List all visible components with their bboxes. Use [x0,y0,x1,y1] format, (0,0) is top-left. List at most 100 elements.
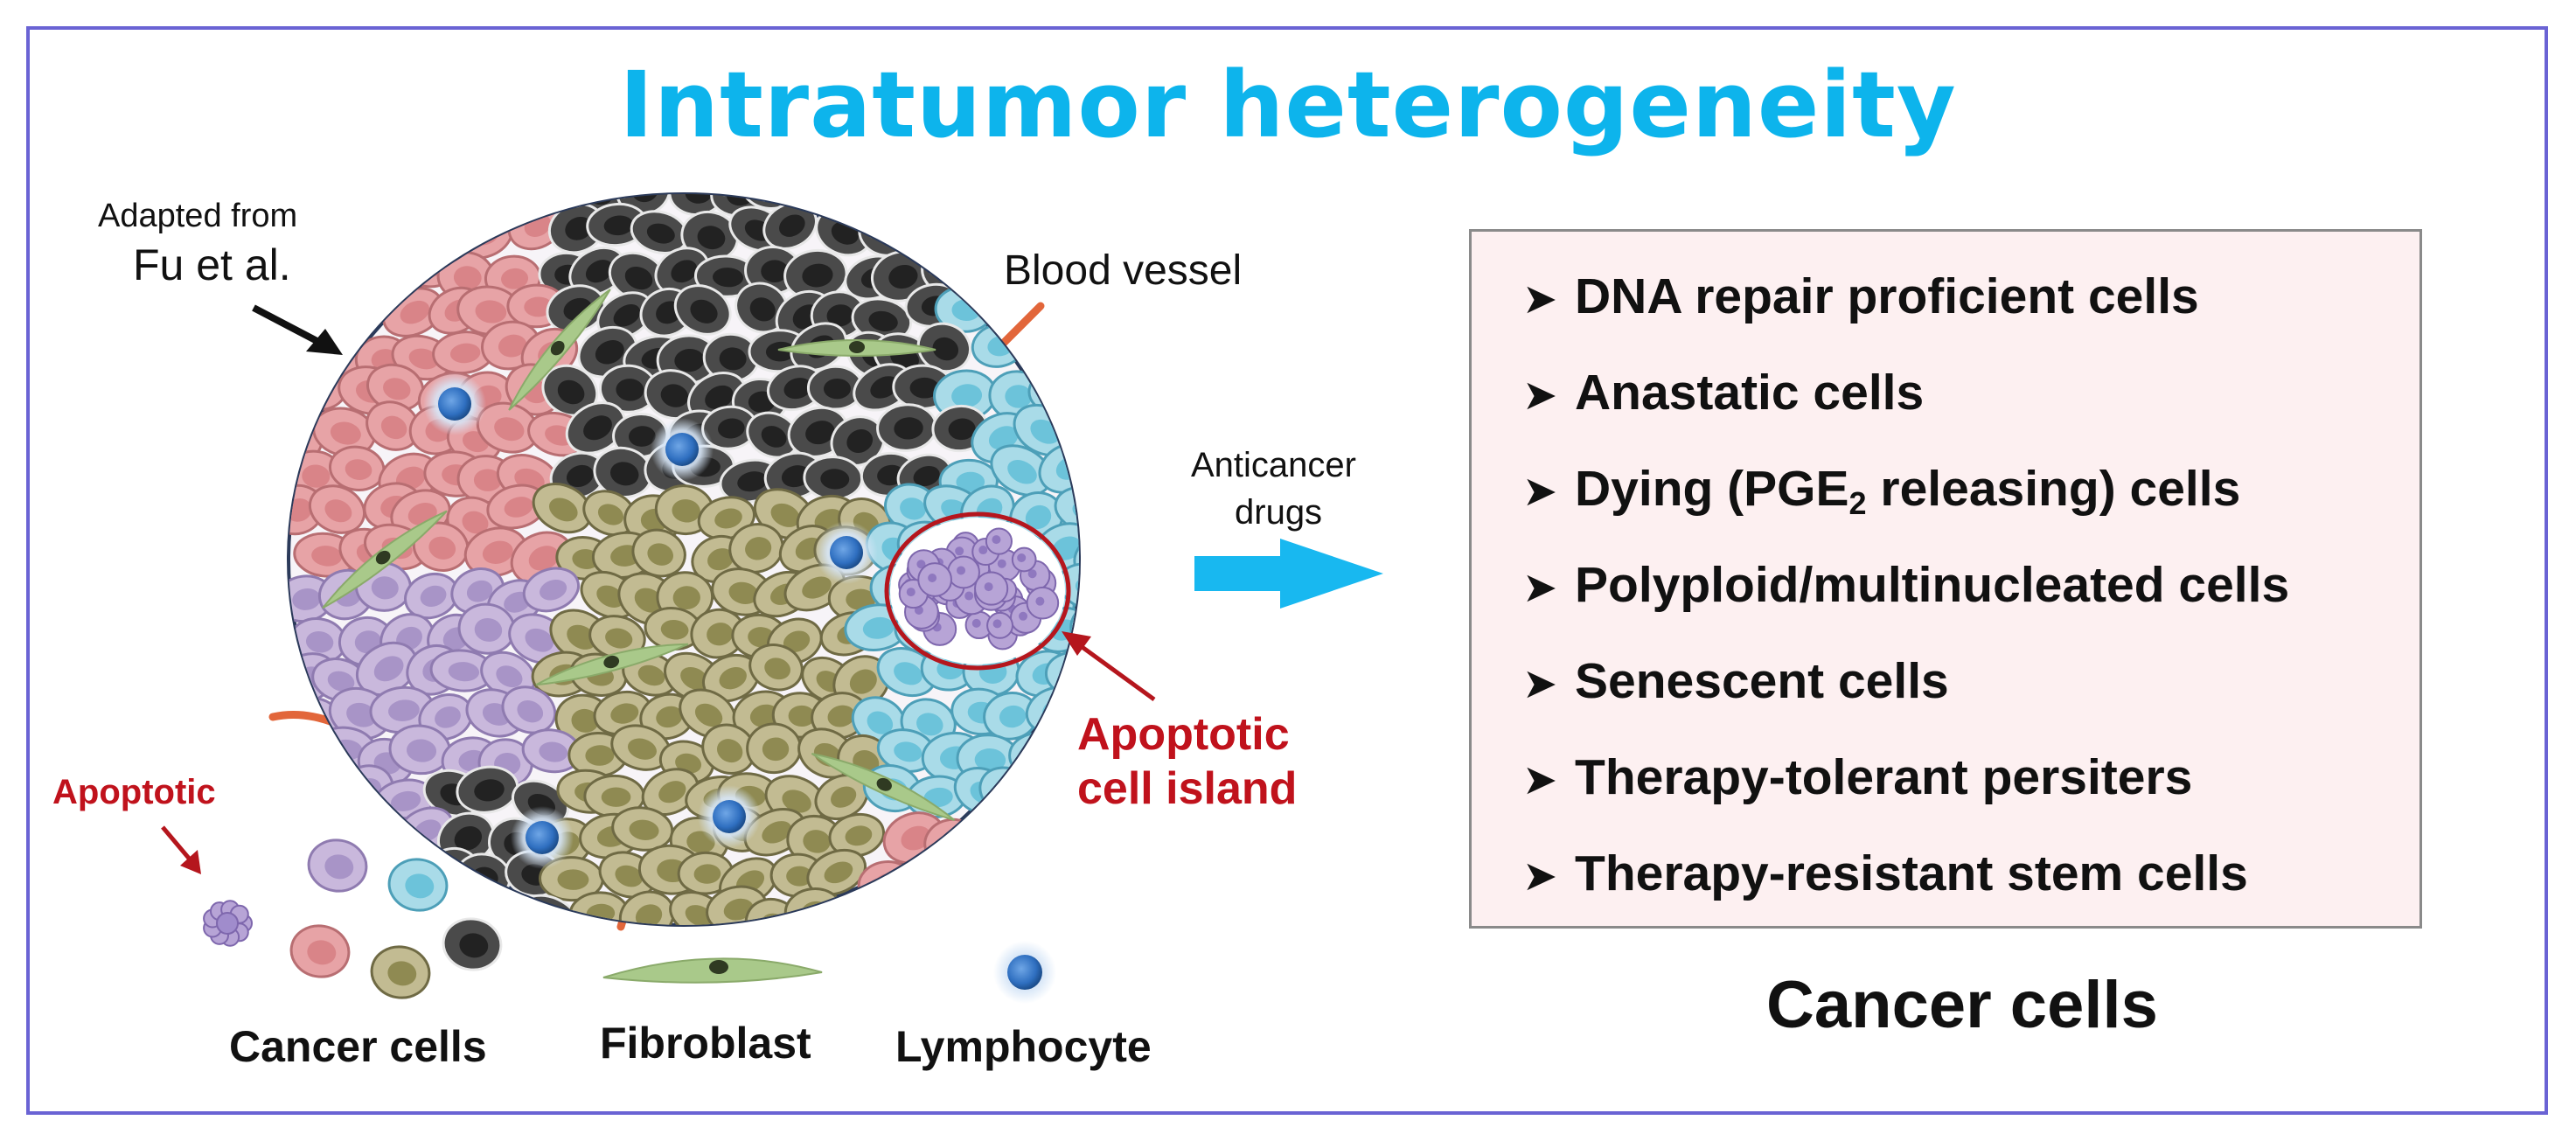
tumor-cell [1027,201,1079,250]
apoptotic-arrow-icon [161,825,201,874]
lymphocyte-cell [698,785,761,848]
tumor-cell [366,400,421,451]
list-item-text-suffix: releasing) cells [1866,461,2241,517]
tumor-cell [1066,850,1079,899]
tumor-cell [577,325,638,379]
apoptotic-island-arrow-icon [1062,631,1156,702]
tumor-cell [983,692,1039,741]
tumor-cell [323,212,385,263]
right-arrow-icon [1194,539,1383,609]
tumor-cell [830,415,886,467]
list-item: ➤DNA repair proficient cells [1522,272,2199,322]
tumor-cell [350,249,406,297]
tumor-cell [1001,898,1060,925]
tumor-cell [644,369,702,420]
legend-cancer-cells-icon [289,838,503,999]
chevron-arrow-icon: ➤ [1522,565,1558,611]
tumor-cell [456,765,519,814]
tumor-cell [728,523,784,574]
tumor-cell [433,194,497,212]
tumor-cell [328,686,392,741]
tumor-cell [367,210,428,261]
chevron-arrow-icon: ➤ [1522,853,1558,900]
tumor-cell [799,194,860,213]
tumor-cell [328,445,386,491]
tumor-cell [1069,603,1079,657]
legend-fibroblast-icon [602,957,823,984]
apoptotic-body [917,562,952,597]
legend-lymphocyte-icon [993,941,1056,1004]
tumor-cell [990,444,1053,497]
tumor-cell [806,848,867,896]
tumor-cell [702,332,760,383]
tumor-cell [1061,896,1079,925]
blood-vessel-label: Blood vessel [1004,247,1243,294]
apoptotic-body [1011,546,1037,573]
tumor-cell [806,365,864,411]
tumor-cell [931,404,989,453]
lymphocyte-cell [651,418,714,481]
adapted-arrow-icon [252,304,343,355]
tumor-cell [929,891,986,925]
tumor-cell [307,838,368,893]
lymphocyte-cell [423,372,486,435]
chevron-arrow-icon: ➤ [1522,276,1558,323]
fibroblast-cell [811,752,956,821]
chevron-arrow-icon: ➤ [1522,372,1558,419]
tumor-cell [929,194,993,225]
tumor-cell [321,250,378,301]
fibroblast-cell [535,643,689,686]
chevron-arrow-icon: ➤ [1522,469,1558,515]
tumor-cell [971,814,1030,865]
list-item: ➤Therapy-resistant stem cells [1522,849,2248,899]
tumor-cell [673,284,732,336]
tumor-cell [1076,363,1079,414]
tumor-cell [1078,449,1145,505]
tumor-cell [735,282,789,334]
tumor-cell [289,776,340,827]
list-item-text: DNA repair proficient cells [1575,268,2199,324]
tumor-cell [968,194,1026,209]
tumor-cell [541,364,599,417]
tumor-cell [532,483,593,534]
legend-lymphocyte-label: Lymphocyte [895,1022,1152,1071]
tumor-cell [611,806,674,852]
cancer-cells-caption: Cancer cells [1766,968,2158,1042]
list-item-subscript: 2 [1848,485,1867,521]
lymphocyte-cell [511,806,574,869]
apoptotic-body [986,611,1013,639]
tumor-cell [308,484,366,534]
apoptotic-body [974,571,1009,606]
list-item: ➤Polyploid/multinucleated cells [1522,560,2289,610]
tumor-cell [828,812,886,858]
tumor-cell [748,644,804,692]
tumor-cell [990,855,1054,907]
tumor-cell [522,567,580,613]
tumor-cell [1044,194,1079,215]
tumor-cell [654,247,710,296]
chevron-arrow-icon: ➤ [1522,757,1558,804]
figure-title: Intratumor heterogeneity [619,52,1957,158]
tumor-cell [679,688,737,739]
fibroblast-cell [322,510,448,609]
tumor-cell [851,297,913,343]
tumor-cell [1054,485,1079,533]
list-item: ➤Therapy-tolerant persiters [1522,753,2192,803]
attribution-line-1: Adapted from [98,198,298,234]
tumor-cell [904,852,966,900]
tumor-cell [746,722,802,775]
tumor-cell [370,945,431,999]
apoptotic-body [964,610,993,640]
tumor-cell [501,685,557,734]
tumor-cell [934,854,998,901]
tumor-cell [762,201,818,250]
list-item: ➤Senescent cells [1522,657,1949,706]
fibroblast-cell [777,339,936,357]
tumor-cell [387,858,449,912]
tumor-cell [393,194,451,219]
tumor-cell [876,403,937,452]
list-item: ➤Anastatic cells [1522,368,1924,418]
cell-types-box: ➤DNA repair proficient cells ➤Anastatic … [1469,229,2422,929]
tumor-cell [884,194,942,212]
